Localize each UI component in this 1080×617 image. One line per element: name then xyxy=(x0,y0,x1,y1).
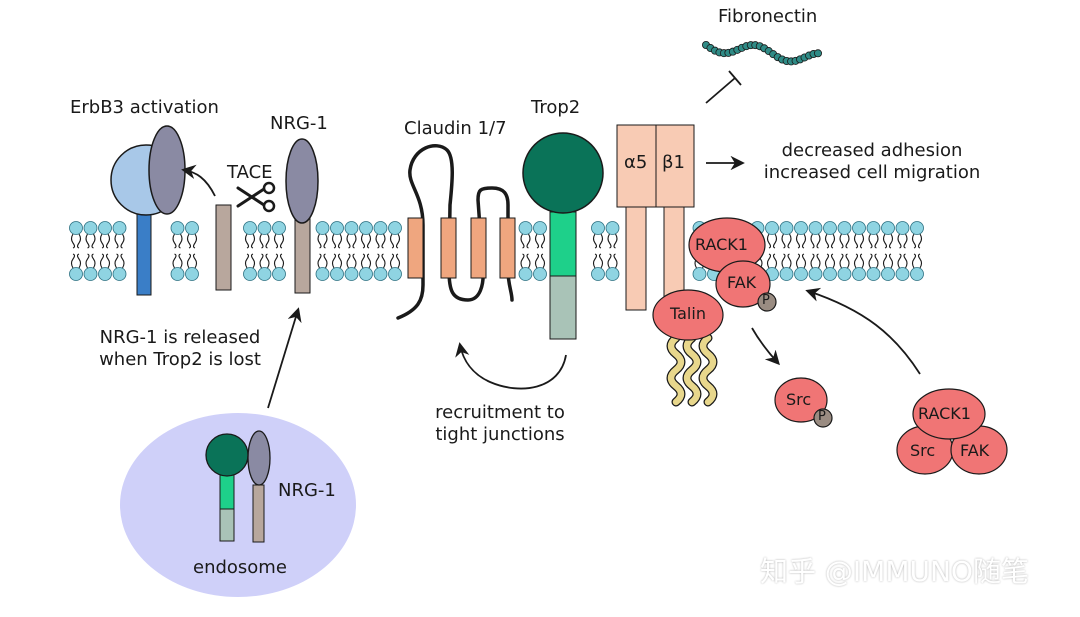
complex-recruitment-arrow xyxy=(805,287,921,375)
talin-label: Talin xyxy=(670,304,706,323)
recruitment-line-2: tight junctions xyxy=(435,423,565,445)
endosome-nrg1-label: NRG-1 xyxy=(278,480,336,501)
nrg1-release-line-2: when Trop2 is lost xyxy=(99,348,261,370)
nrg1-release-label: NRG-1 is released when Trop2 is lost xyxy=(80,327,280,370)
tace-cleavage-arrow xyxy=(181,164,216,197)
integrin-a5b1 xyxy=(616,124,695,311)
cell-membrane xyxy=(69,221,924,281)
fibronectin-chain xyxy=(702,41,823,66)
endosome-label: endosome xyxy=(193,557,287,578)
outcome-label: decreased adhesion increased cell migrat… xyxy=(748,140,996,183)
talin-rod xyxy=(666,333,718,407)
recruitment-line-1: recruitment to xyxy=(435,402,565,423)
src-phospho-label: P xyxy=(818,409,826,424)
fak-phospho xyxy=(757,292,777,312)
talin-head xyxy=(652,289,724,341)
fibronectin-inhibition xyxy=(705,70,742,104)
watermark: 知乎 @IMMUNO随笔 xyxy=(760,555,1029,588)
nrg1-membrane-bound xyxy=(285,138,319,294)
outcome-line-1: decreased adhesion xyxy=(781,140,963,161)
trop2-protein xyxy=(522,132,604,340)
erbb3-activation-label: ErbB3 activation xyxy=(70,97,219,118)
fak-membrane xyxy=(715,260,771,308)
endosome-trop2 xyxy=(205,433,249,477)
erbb3-receptor xyxy=(110,125,186,296)
fibronectin-label: Fibronectin xyxy=(718,6,818,27)
src-phospho xyxy=(813,408,833,428)
fak-membrane-label: FAK xyxy=(727,273,757,292)
fak-complex-label: FAK xyxy=(960,441,990,460)
endosome-nrg1 xyxy=(247,430,271,486)
fak-phospho-label: P xyxy=(762,293,770,308)
nrg1-label: NRG-1 xyxy=(270,113,328,134)
rack1-complex-label: RACK1 xyxy=(918,404,971,423)
claudin xyxy=(396,144,516,320)
rack1-src-fak-complex xyxy=(896,388,1008,475)
scissors-icon xyxy=(236,181,276,213)
src-free-label: Src xyxy=(786,390,812,409)
src-complex-label: Src xyxy=(910,441,936,460)
outcome-line-2: increased cell migration xyxy=(763,161,981,183)
recruitment-label: recruitment to tight junctions xyxy=(415,402,585,445)
beta1-label: β1 xyxy=(662,152,685,173)
claudin-label: Claudin 1/7 xyxy=(404,118,507,139)
cleaved-nrg1-stalk xyxy=(215,204,232,291)
trop2-label: Trop2 xyxy=(531,97,581,118)
recruitment-arrow xyxy=(455,342,567,390)
nrg1-release-line-1: NRG-1 is released xyxy=(99,327,261,348)
endosome xyxy=(120,413,356,597)
lipid-heads-inner xyxy=(69,267,924,281)
alpha5-label: α5 xyxy=(624,152,648,173)
rack1-membrane-label: RACK1 xyxy=(695,235,748,254)
nrg1-release-arrow xyxy=(267,307,302,409)
lipid-heads-outer xyxy=(69,221,924,235)
tace-label: TACE xyxy=(227,162,273,183)
adhesion-complex xyxy=(652,217,777,341)
src-release-arrow xyxy=(751,327,780,366)
src-free xyxy=(774,377,833,428)
